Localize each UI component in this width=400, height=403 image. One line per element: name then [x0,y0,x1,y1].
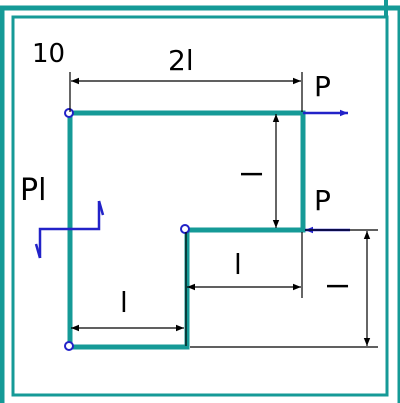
node-bottom-left [64,341,74,351]
figure-number: 10 [32,39,65,69]
labels: 10 2l P P Pl l l l l [20,39,355,319]
node-top-left [64,108,74,118]
label-vertical-upper: l [236,170,269,178]
label-horizontal-right: l [234,248,242,281]
label-moment: Pl [20,173,46,208]
support-nodes [64,108,190,351]
label-horizontal-bottom: l [120,286,128,319]
label-force-top: P [314,70,331,103]
label-force-mid: P [314,184,331,217]
dimensions [69,72,378,348]
label-top-span: 2l [168,44,194,77]
moment-symbol [34,200,105,259]
node-mid [180,224,190,234]
label-vertical-right: l [322,282,355,290]
